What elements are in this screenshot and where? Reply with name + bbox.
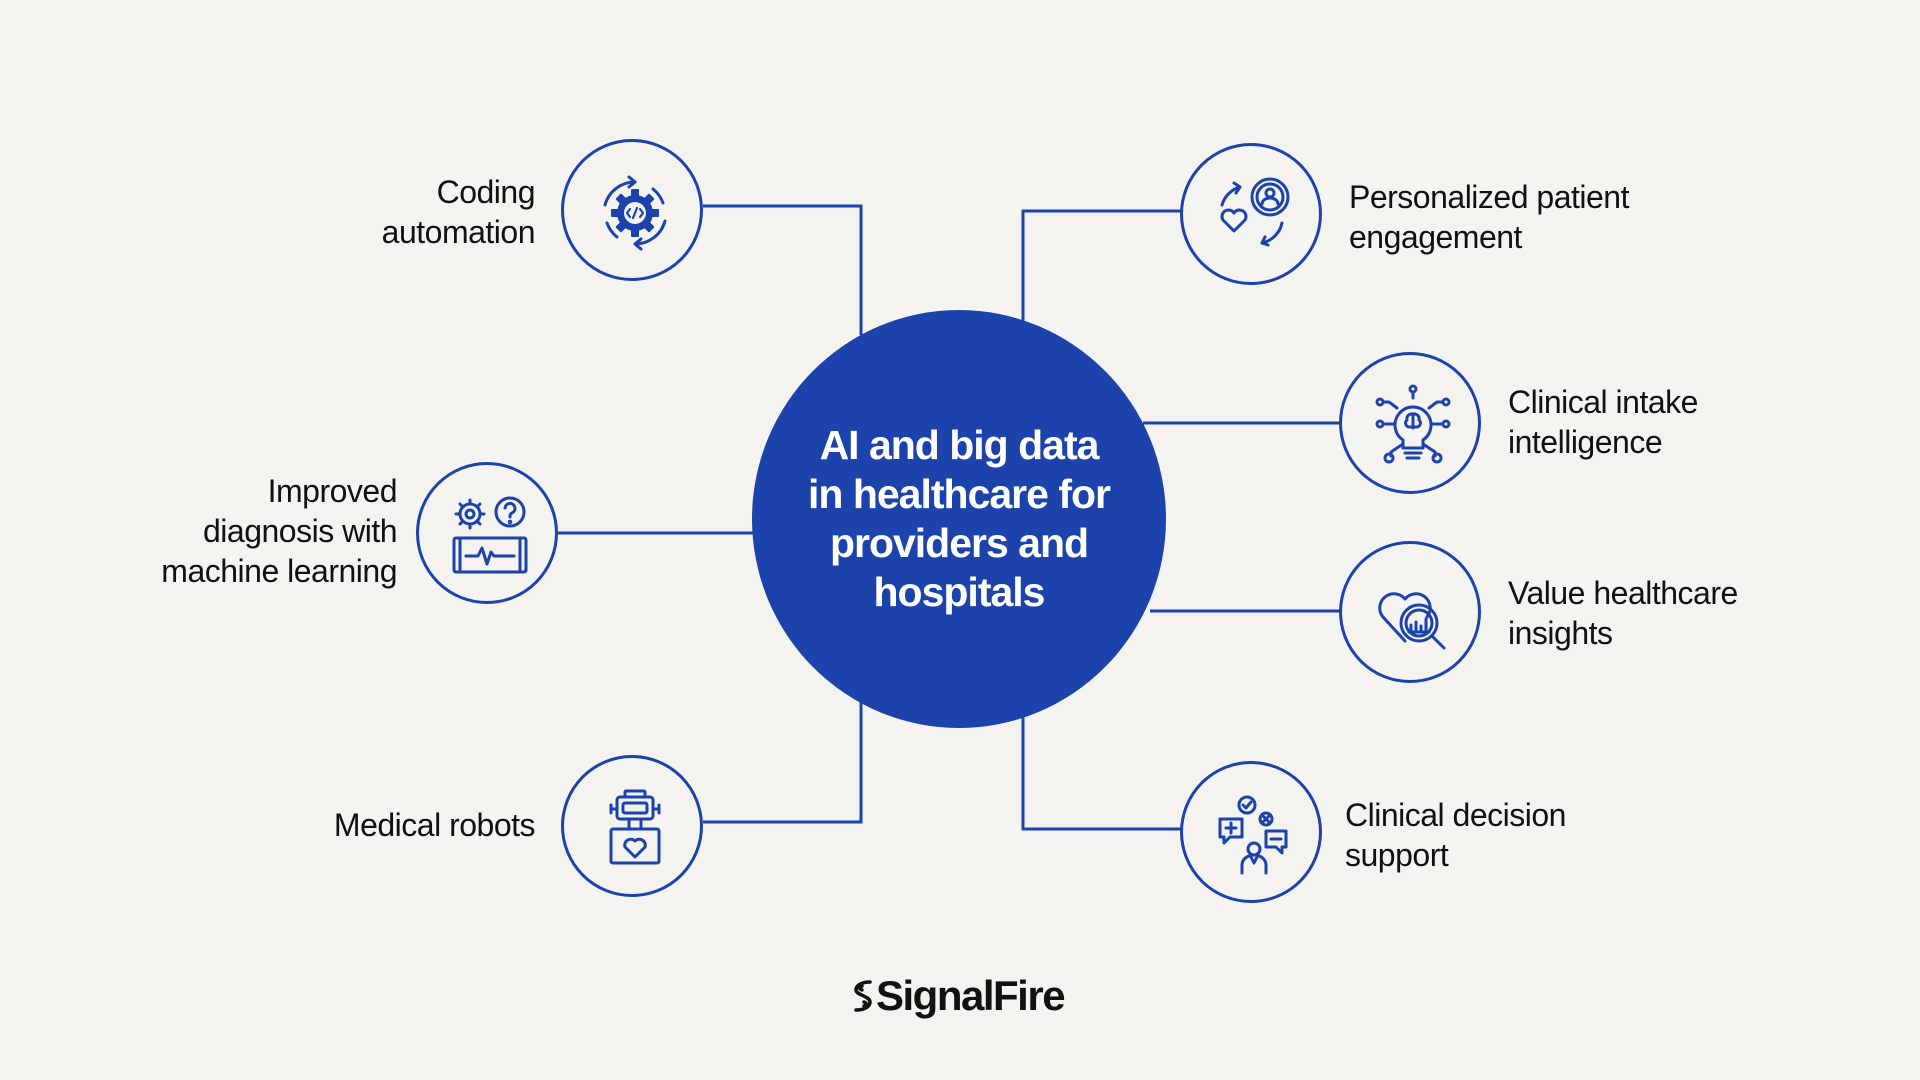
label-value-insights: Value healthcare insights xyxy=(1508,573,1738,653)
label-line: automation xyxy=(381,214,536,250)
label-personalized-engagement: Personalized patient engagement xyxy=(1349,177,1629,257)
label-line: Medical robots xyxy=(333,807,536,843)
node-personalized-engagement xyxy=(1180,143,1322,285)
label-line: Value healthcare xyxy=(1508,575,1738,611)
label-clinical-intake: Clinical intake intelligence xyxy=(1508,382,1698,462)
connector-personalized-engagement xyxy=(1021,209,1181,322)
label-line: support xyxy=(1345,837,1449,873)
node-decision-support xyxy=(1180,761,1322,903)
node-value-insights xyxy=(1339,541,1481,683)
label-line: Improved xyxy=(267,473,398,509)
hub-title-line: AI and big data xyxy=(819,422,1100,468)
label-line: intelligence xyxy=(1508,424,1663,460)
label-line: engagement xyxy=(1349,219,1522,255)
connector-decision-support xyxy=(1021,715,1181,831)
label-medical-robots: Medical robots xyxy=(333,805,536,845)
brand-name: SignalFire xyxy=(876,972,1066,1019)
label-line: insights xyxy=(1508,615,1613,651)
label-coding-automation: Coding automation xyxy=(381,172,536,252)
label-line: Clinical intake xyxy=(1508,384,1698,420)
node-coding-automation xyxy=(561,139,703,281)
brain-lightbulb-network-icon xyxy=(1375,384,1451,464)
gear-question-monitor-icon xyxy=(452,496,528,574)
hub-title-line: providers and xyxy=(829,520,1089,566)
signalfire-logo-icon xyxy=(854,980,872,1012)
hub-title-line: in healthcare for xyxy=(808,471,1111,517)
heart-magnifier-chart-icon xyxy=(1378,592,1446,650)
doctor-chat-bubbles-icon xyxy=(1218,795,1288,875)
signalfire-logo: SignalFire xyxy=(850,972,1066,1020)
node-clinical-intake xyxy=(1339,352,1481,494)
label-line: Coding xyxy=(436,174,536,210)
hub-title: AI and big data in healthcare for provid… xyxy=(789,421,1129,617)
label-line: machine learning xyxy=(161,553,397,589)
node-medical-robots xyxy=(561,755,703,897)
patient-heart-cycle-icon xyxy=(1220,177,1290,247)
hub-title-line: hospitals xyxy=(873,569,1046,615)
label-line: diagnosis with xyxy=(203,513,397,549)
central-hub: AI and big data in healthcare for provid… xyxy=(752,310,1166,728)
robot-heart-icon xyxy=(609,789,661,865)
connector-medical-robots xyxy=(703,700,863,824)
label-line: Clinical decision xyxy=(1345,797,1566,833)
node-improved-diagnosis xyxy=(416,462,558,604)
label-improved-diagnosis: Improved diagnosis with machine learning xyxy=(161,471,397,591)
code-gear-cycle-icon xyxy=(603,175,667,251)
connector-coding-automation xyxy=(703,204,863,335)
label-decision-support: Clinical decision support xyxy=(1345,795,1566,875)
label-line: Personalized patient xyxy=(1349,179,1629,215)
